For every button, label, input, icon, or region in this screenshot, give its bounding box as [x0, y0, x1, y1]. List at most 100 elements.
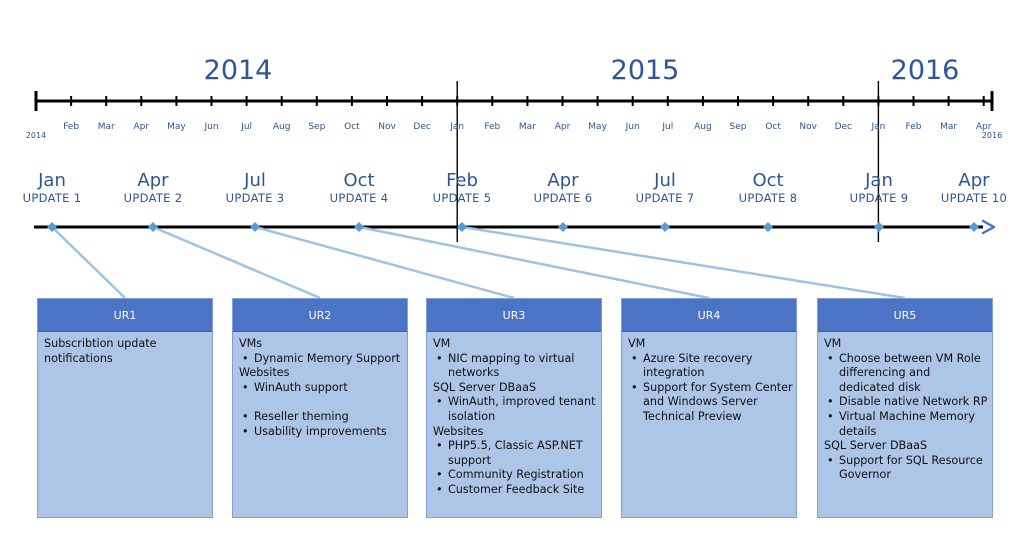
milestone-month-label: Jul: [654, 170, 676, 191]
card-text-line: details: [839, 424, 877, 438]
release-card-ur2: UR2VMsDynamic Memory SupportWebsitesWinA…: [232, 298, 408, 518]
card-text-line: and Windows Server: [643, 395, 758, 409]
milestone-month-label: Oct: [752, 170, 784, 191]
card-text-line: VMs: [239, 337, 263, 350]
card-title: UR2: [233, 299, 407, 332]
milestone-month-label: Jan: [865, 170, 893, 191]
card-body: VMsDynamic Memory SupportWebsitesWinAuth…: [233, 332, 407, 439]
month-tick-label: Oct: [344, 122, 360, 132]
card-text-line: differencing and: [839, 366, 931, 380]
month-tick-label: Jan: [871, 122, 886, 132]
milestone-month-label: Jan: [38, 170, 66, 191]
connector-line: [152, 225, 321, 300]
month-tick-label: Mar: [518, 122, 536, 132]
card-text-line: integration: [643, 366, 705, 380]
month-tick-label: Aug: [272, 122, 291, 132]
milestone-marker: [660, 222, 670, 232]
card-bullet-item: Support for SQL Resource: [824, 454, 986, 469]
milestone-marker: [457, 222, 467, 232]
connector-line: [51, 226, 126, 299]
card-bullet-item: Disable native Network RP: [824, 395, 987, 410]
month-tick-label: May: [167, 122, 186, 132]
month-tick-label: Apr: [554, 122, 571, 132]
card-text-line: SQL Server DBaaS: [824, 439, 928, 453]
milestone-update-label: UPDATE 1: [22, 191, 82, 205]
milestone-update-label: UPDATE 4: [329, 191, 389, 205]
month-tick-label: Dec: [413, 122, 431, 132]
milestone-month-label: Apr: [958, 170, 990, 191]
milestone-update-label: UPDATE 7: [635, 191, 695, 205]
card-text-line: dedicated disk: [839, 380, 921, 394]
card-bullet-item: Community Registration: [433, 468, 595, 483]
axis-end-year-label: 2016: [981, 131, 1003, 140]
card-text-line: Technical Preview: [643, 409, 742, 423]
month-tick-label: Jun: [625, 122, 640, 132]
milestone-marker: [874, 222, 884, 232]
month-tick-label: Sep: [729, 122, 747, 132]
milestone-update-label: UPDATE 8: [738, 191, 798, 205]
year-label: 2014: [203, 55, 273, 86]
card-title: UR1: [38, 299, 212, 332]
milestone-marker: [558, 222, 568, 232]
milestone-marker: [148, 222, 158, 232]
year-label: 2015: [610, 55, 680, 86]
card-text-line: VM: [824, 337, 842, 350]
card-text-line: Websites: [433, 424, 484, 438]
month-tick-label: Jun: [204, 122, 219, 132]
release-card-ur5: UR5VMChoose between VM Roledifferencing …: [817, 298, 993, 518]
card-text-line: Websites: [239, 366, 290, 380]
milestone-marker: [250, 222, 260, 232]
card-text-line: Governor: [839, 468, 891, 482]
card-title: UR4: [622, 299, 796, 332]
milestone-month-label: Jul: [244, 170, 266, 191]
month-tick-label: Dec: [834, 122, 853, 132]
card-bullet-item: WinAuth, improved tenant: [433, 395, 596, 410]
month-tick-label: Sep: [308, 122, 326, 132]
card-bullet-item: WinAuth support: [239, 381, 401, 396]
month-tick-label: Apr: [975, 122, 992, 132]
card-text-line: isolation: [448, 409, 496, 423]
milestone-update-label: UPDATE 5: [432, 191, 492, 205]
milestone-month-label: Oct: [343, 170, 375, 191]
month-tick-label: Mar: [97, 122, 115, 132]
card-bullet-item: Dynamic Memory Support: [239, 352, 401, 367]
milestone-marker: [354, 222, 364, 232]
month-tick-label: Feb: [484, 122, 501, 132]
axis-start-year-label: 2014: [25, 131, 47, 140]
milestone-month-label: Apr: [137, 170, 169, 191]
milestone-month-label: Feb: [446, 170, 478, 191]
milestone-month-label: Apr: [547, 170, 579, 191]
card-text-line: VM: [628, 337, 646, 350]
card-bullet-item: NIC mapping to virtual: [433, 352, 595, 367]
month-tick-label: Oct: [765, 122, 781, 132]
month-tick-label: Aug: [694, 122, 712, 132]
milestone-marker: [47, 222, 57, 232]
card-bullet-item: Virtual Machine Memory: [824, 410, 986, 425]
card-text-line: support: [448, 453, 491, 467]
month-tick-label: Feb: [63, 122, 80, 132]
card-bullet-item: Reseller theming: [239, 410, 401, 425]
month-tick-label: Nov: [799, 122, 817, 132]
milestone-marker: [763, 222, 773, 232]
milestone-update-label: UPDATE 10: [940, 191, 1008, 205]
card-text-line: networks: [448, 366, 500, 380]
month-tick-label: Jul: [241, 122, 253, 132]
card-text-line: notifications: [44, 351, 113, 365]
milestone-update-label: UPDATE 3: [225, 191, 285, 205]
year-label: 2016: [890, 55, 960, 86]
card-bullet-item: Support for System Center: [628, 381, 793, 396]
month-tick-label: Feb: [905, 122, 922, 132]
card-bullet-item: Choose between VM Role: [824, 352, 986, 367]
month-tick-label: Apr: [133, 122, 150, 132]
month-tick-label: May: [588, 122, 607, 132]
card-text-line: SQL Server DBaaS: [433, 380, 537, 394]
card-text-line: Subscribtion update: [44, 337, 157, 350]
connector-line: [358, 225, 710, 300]
card-title: UR3: [427, 299, 601, 332]
release-timeline-arrowhead: [981, 219, 996, 235]
milestone-update-label: UPDATE 9: [849, 191, 909, 205]
month-tick-label: Jul: [662, 122, 674, 132]
